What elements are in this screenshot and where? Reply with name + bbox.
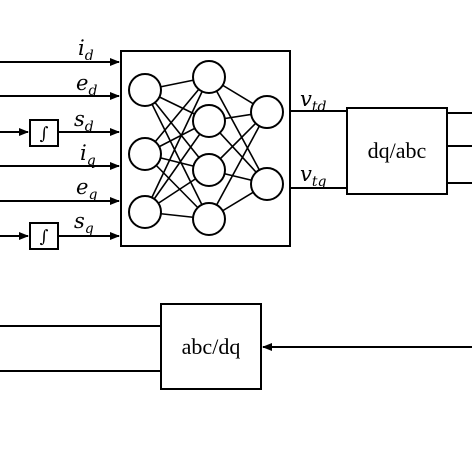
nn-neuron-layer0-0 (128, 73, 162, 107)
nn-neuron-layer2-1 (250, 167, 284, 201)
nn-connection-l0-2-1 (144, 120, 210, 213)
label-sq: sq (74, 209, 94, 237)
nn-connection-l0-0-3 (144, 89, 210, 220)
nn-connection-l1-0-1 (208, 76, 268, 185)
dq-abc-label: dq/abc (368, 138, 427, 163)
label-id: id (78, 36, 94, 64)
nn-neuron-layer1-1 (192, 104, 226, 138)
abc-dq-block: abc/dq (160, 303, 262, 390)
neural-network-nodes (128, 60, 284, 236)
nn-neuron-layer1-3 (192, 202, 226, 236)
neural-network-block (120, 50, 291, 247)
dq-abc-block: dq/abc (346, 107, 448, 195)
nn-neuron-layer2-0 (250, 95, 284, 129)
label-sd: sd (74, 107, 94, 135)
integrator-symbol: ∫ (40, 227, 49, 247)
label-iq: iq (80, 141, 96, 169)
label-ed: ed (76, 71, 97, 99)
integrator-block-q: ∫ (29, 222, 59, 250)
nn-connection-l1-3-0 (208, 111, 268, 220)
nn-neuron-layer1-0 (192, 60, 226, 94)
nn-neuron-layer1-2 (192, 153, 226, 187)
nn-neuron-layer0-2 (128, 195, 162, 229)
abc-dq-label: abc/dq (182, 334, 241, 359)
integrator-block-d: ∫ (29, 119, 59, 147)
label-eq: eq (76, 175, 97, 203)
nn-connection-l0-0-2 (144, 89, 210, 171)
label-vtd: vtd (300, 87, 327, 115)
nn-neuron-layer0-1 (128, 137, 162, 171)
integrator-symbol: ∫ (40, 124, 49, 144)
label-vtq: vtq (300, 162, 327, 190)
nn-connection-l0-2-0 (144, 76, 210, 213)
